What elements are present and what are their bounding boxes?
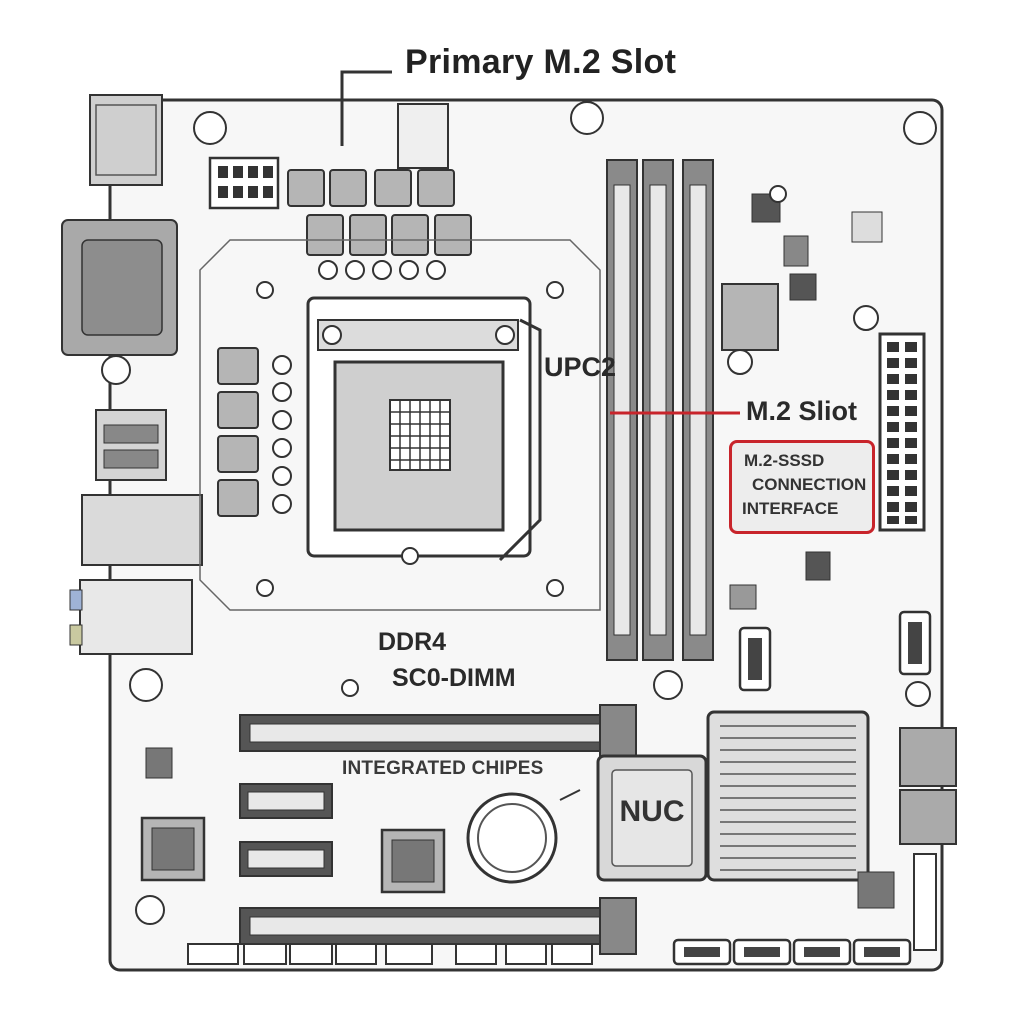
ddr4-label: DDR4 bbox=[378, 628, 446, 657]
chipset-heatsink bbox=[708, 712, 868, 880]
atx-power-connector bbox=[880, 334, 924, 530]
box-line-1: M.2-SSSD bbox=[744, 451, 884, 471]
sodimm-label: SC0-DIMM bbox=[392, 664, 516, 693]
box-line-3: INTERFACE bbox=[742, 499, 882, 519]
ram-slots bbox=[607, 160, 713, 660]
upc2-label: UPC2 bbox=[544, 352, 616, 383]
usb-port-stack bbox=[96, 410, 166, 480]
cpu-power-connector bbox=[210, 158, 278, 208]
integrated-chipes-label: INTEGRATED CHIPES bbox=[342, 758, 544, 780]
box-line-2: CONNECTION bbox=[752, 475, 892, 495]
audio-port bbox=[80, 580, 192, 654]
ethernet-port bbox=[90, 95, 162, 185]
primary-m2-slot-label: Primary M.2 Slot bbox=[405, 43, 676, 82]
m2-slot-label: M.2 Sliot bbox=[746, 396, 857, 427]
nuc-label: NUC bbox=[600, 795, 704, 829]
m2-ssd-connection-interface-box: M.2-SSSD CONNECTION INTERFACE bbox=[729, 440, 875, 534]
hdmi-port bbox=[82, 495, 202, 565]
